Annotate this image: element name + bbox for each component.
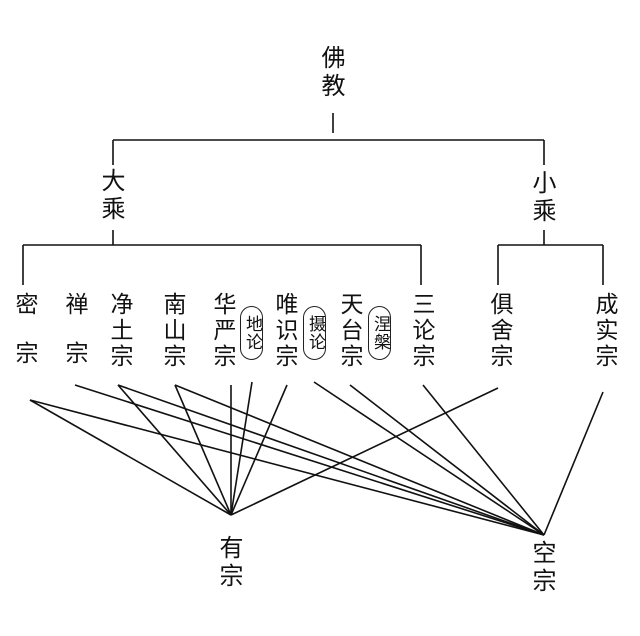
school-weishi: 唯识宗 — [271, 292, 297, 370]
link-mi-kong — [29, 399, 545, 536]
link-sanlun-kong — [422, 384, 545, 536]
root-label: 佛教 — [317, 45, 345, 101]
link-jingtu-kong — [117, 384, 545, 536]
mahayana-label: 大乘 — [97, 168, 125, 224]
category-you: 有宗 — [215, 535, 243, 591]
link-jingtu-you — [117, 384, 232, 516]
school-sanlun: 三论宗 — [408, 292, 434, 370]
school-niepan: 涅槃 — [368, 306, 391, 360]
school-chengshi: 成实宗 — [591, 292, 617, 370]
link-weishi-you — [230, 384, 288, 516]
link-chengshi-kong — [543, 391, 604, 536]
link-nanshan-kong — [174, 384, 545, 536]
school-jingtu: 净土宗 — [106, 292, 132, 370]
school-dilun: 地论 — [240, 306, 263, 360]
hinayana-label: 小乘 — [528, 170, 556, 226]
school-mi: 密宗 — [11, 292, 37, 390]
school-nanshan: 南山宗 — [159, 292, 185, 370]
link-shelun-kong — [313, 381, 545, 536]
link-chan-kong — [74, 384, 545, 536]
link-mi-you — [29, 399, 232, 516]
school-tiantai: 天台宗 — [336, 292, 362, 370]
link-dilun-you — [230, 381, 253, 516]
school-huayan: 华严宗 — [209, 292, 235, 370]
category-kong: 空宗 — [528, 540, 556, 596]
link-tiantai-kong — [349, 384, 545, 536]
school-chan: 禅宗 — [61, 292, 87, 390]
link-nanshan-you — [174, 384, 232, 516]
link-jushe-you — [230, 387, 499, 516]
school-jushe: 俱舍宗 — [486, 292, 512, 370]
school-shelun: 摄论 — [303, 306, 326, 360]
